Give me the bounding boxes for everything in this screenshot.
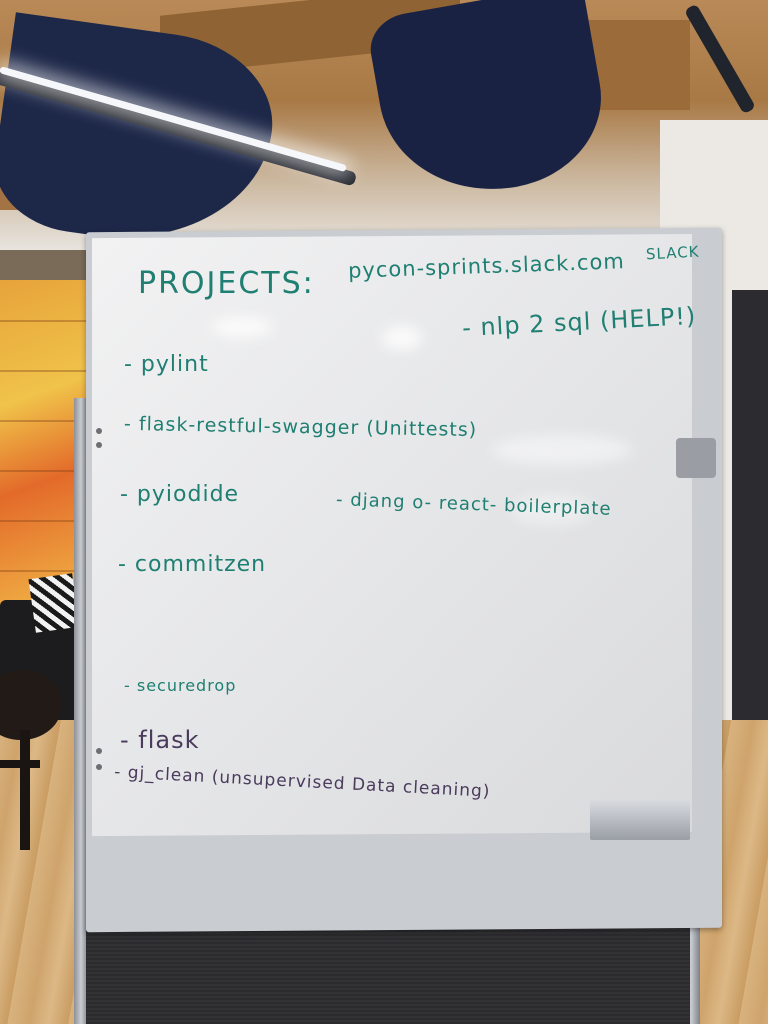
- screw: [96, 748, 102, 754]
- screw: [96, 428, 102, 434]
- stand-post-left: [74, 398, 88, 1024]
- list-item-pylint: - pylint: [124, 352, 209, 377]
- list-item-flask: - flask: [120, 726, 200, 754]
- list-item-securedrop: - securedrop: [124, 676, 237, 695]
- screw: [96, 442, 102, 448]
- list-item-commitzen: - commitzen: [118, 552, 267, 577]
- screw: [96, 764, 102, 770]
- slack-label: SLACK: [645, 242, 700, 264]
- table-leg: [20, 730, 30, 850]
- pillow: [28, 573, 80, 633]
- list-item-pyiodide: - pyiodide: [120, 482, 240, 507]
- heading-projects: PROJECTS:: [138, 266, 315, 301]
- marker-tray-icon: [590, 800, 690, 840]
- whiteboard-clip-icon: [676, 438, 716, 478]
- table-leg: [0, 760, 40, 768]
